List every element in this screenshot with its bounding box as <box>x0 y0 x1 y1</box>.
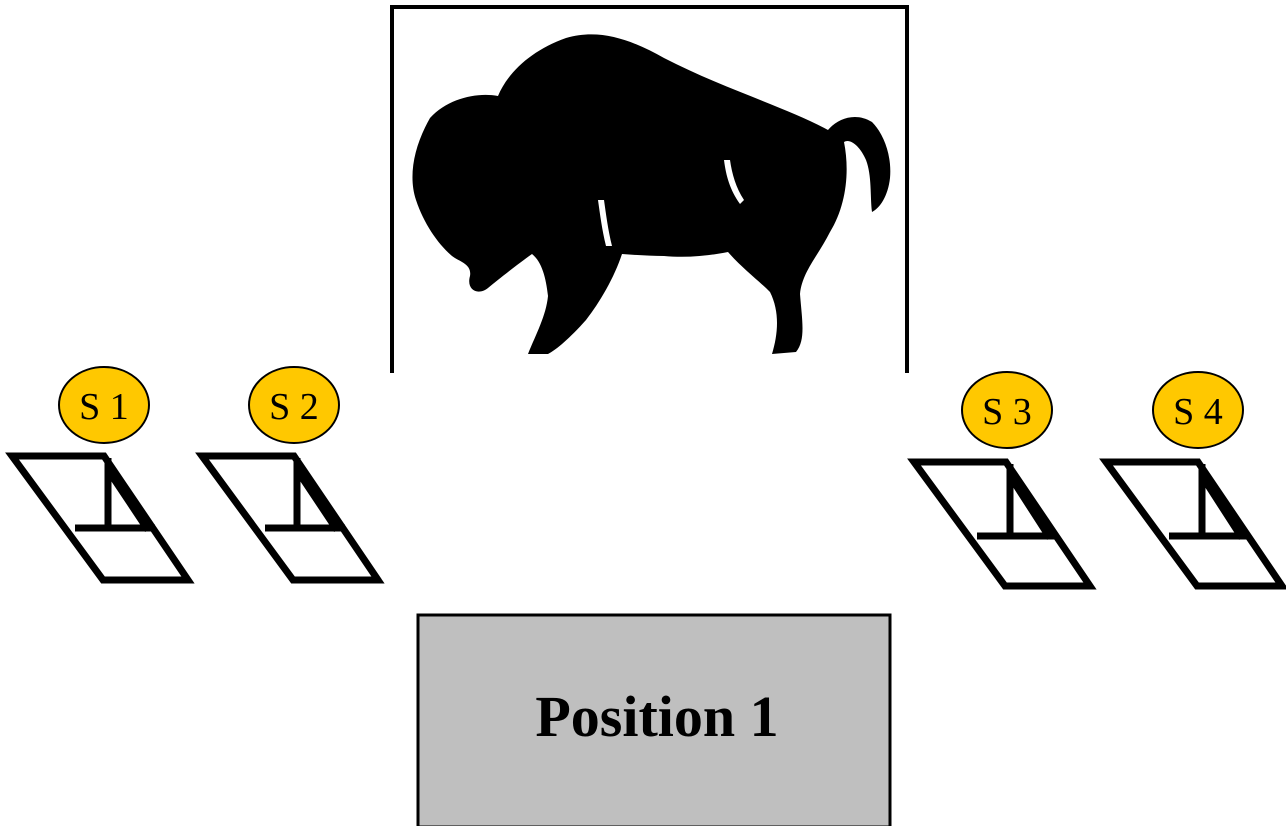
position-label: Position 1 <box>535 684 778 749</box>
position-box: Position 1 <box>418 615 890 826</box>
bison-picture-frame <box>392 7 907 373</box>
stand-4-frame <box>1106 462 1282 586</box>
stand-1: S 1 <box>12 367 188 580</box>
stand-2-frame <box>202 456 378 580</box>
stand-4: S 4 <box>1106 372 1282 586</box>
stand-2: S 2 <box>202 367 378 580</box>
stand-1-label: S 1 <box>79 386 129 428</box>
stand-3-label: S 3 <box>982 391 1032 433</box>
stand-4-label: S 4 <box>1173 391 1223 433</box>
stand-2-label: S 2 <box>269 386 319 428</box>
stand-3-frame <box>914 462 1090 586</box>
stand-3: S 3 <box>914 372 1090 586</box>
stand-1-frame <box>12 456 188 580</box>
